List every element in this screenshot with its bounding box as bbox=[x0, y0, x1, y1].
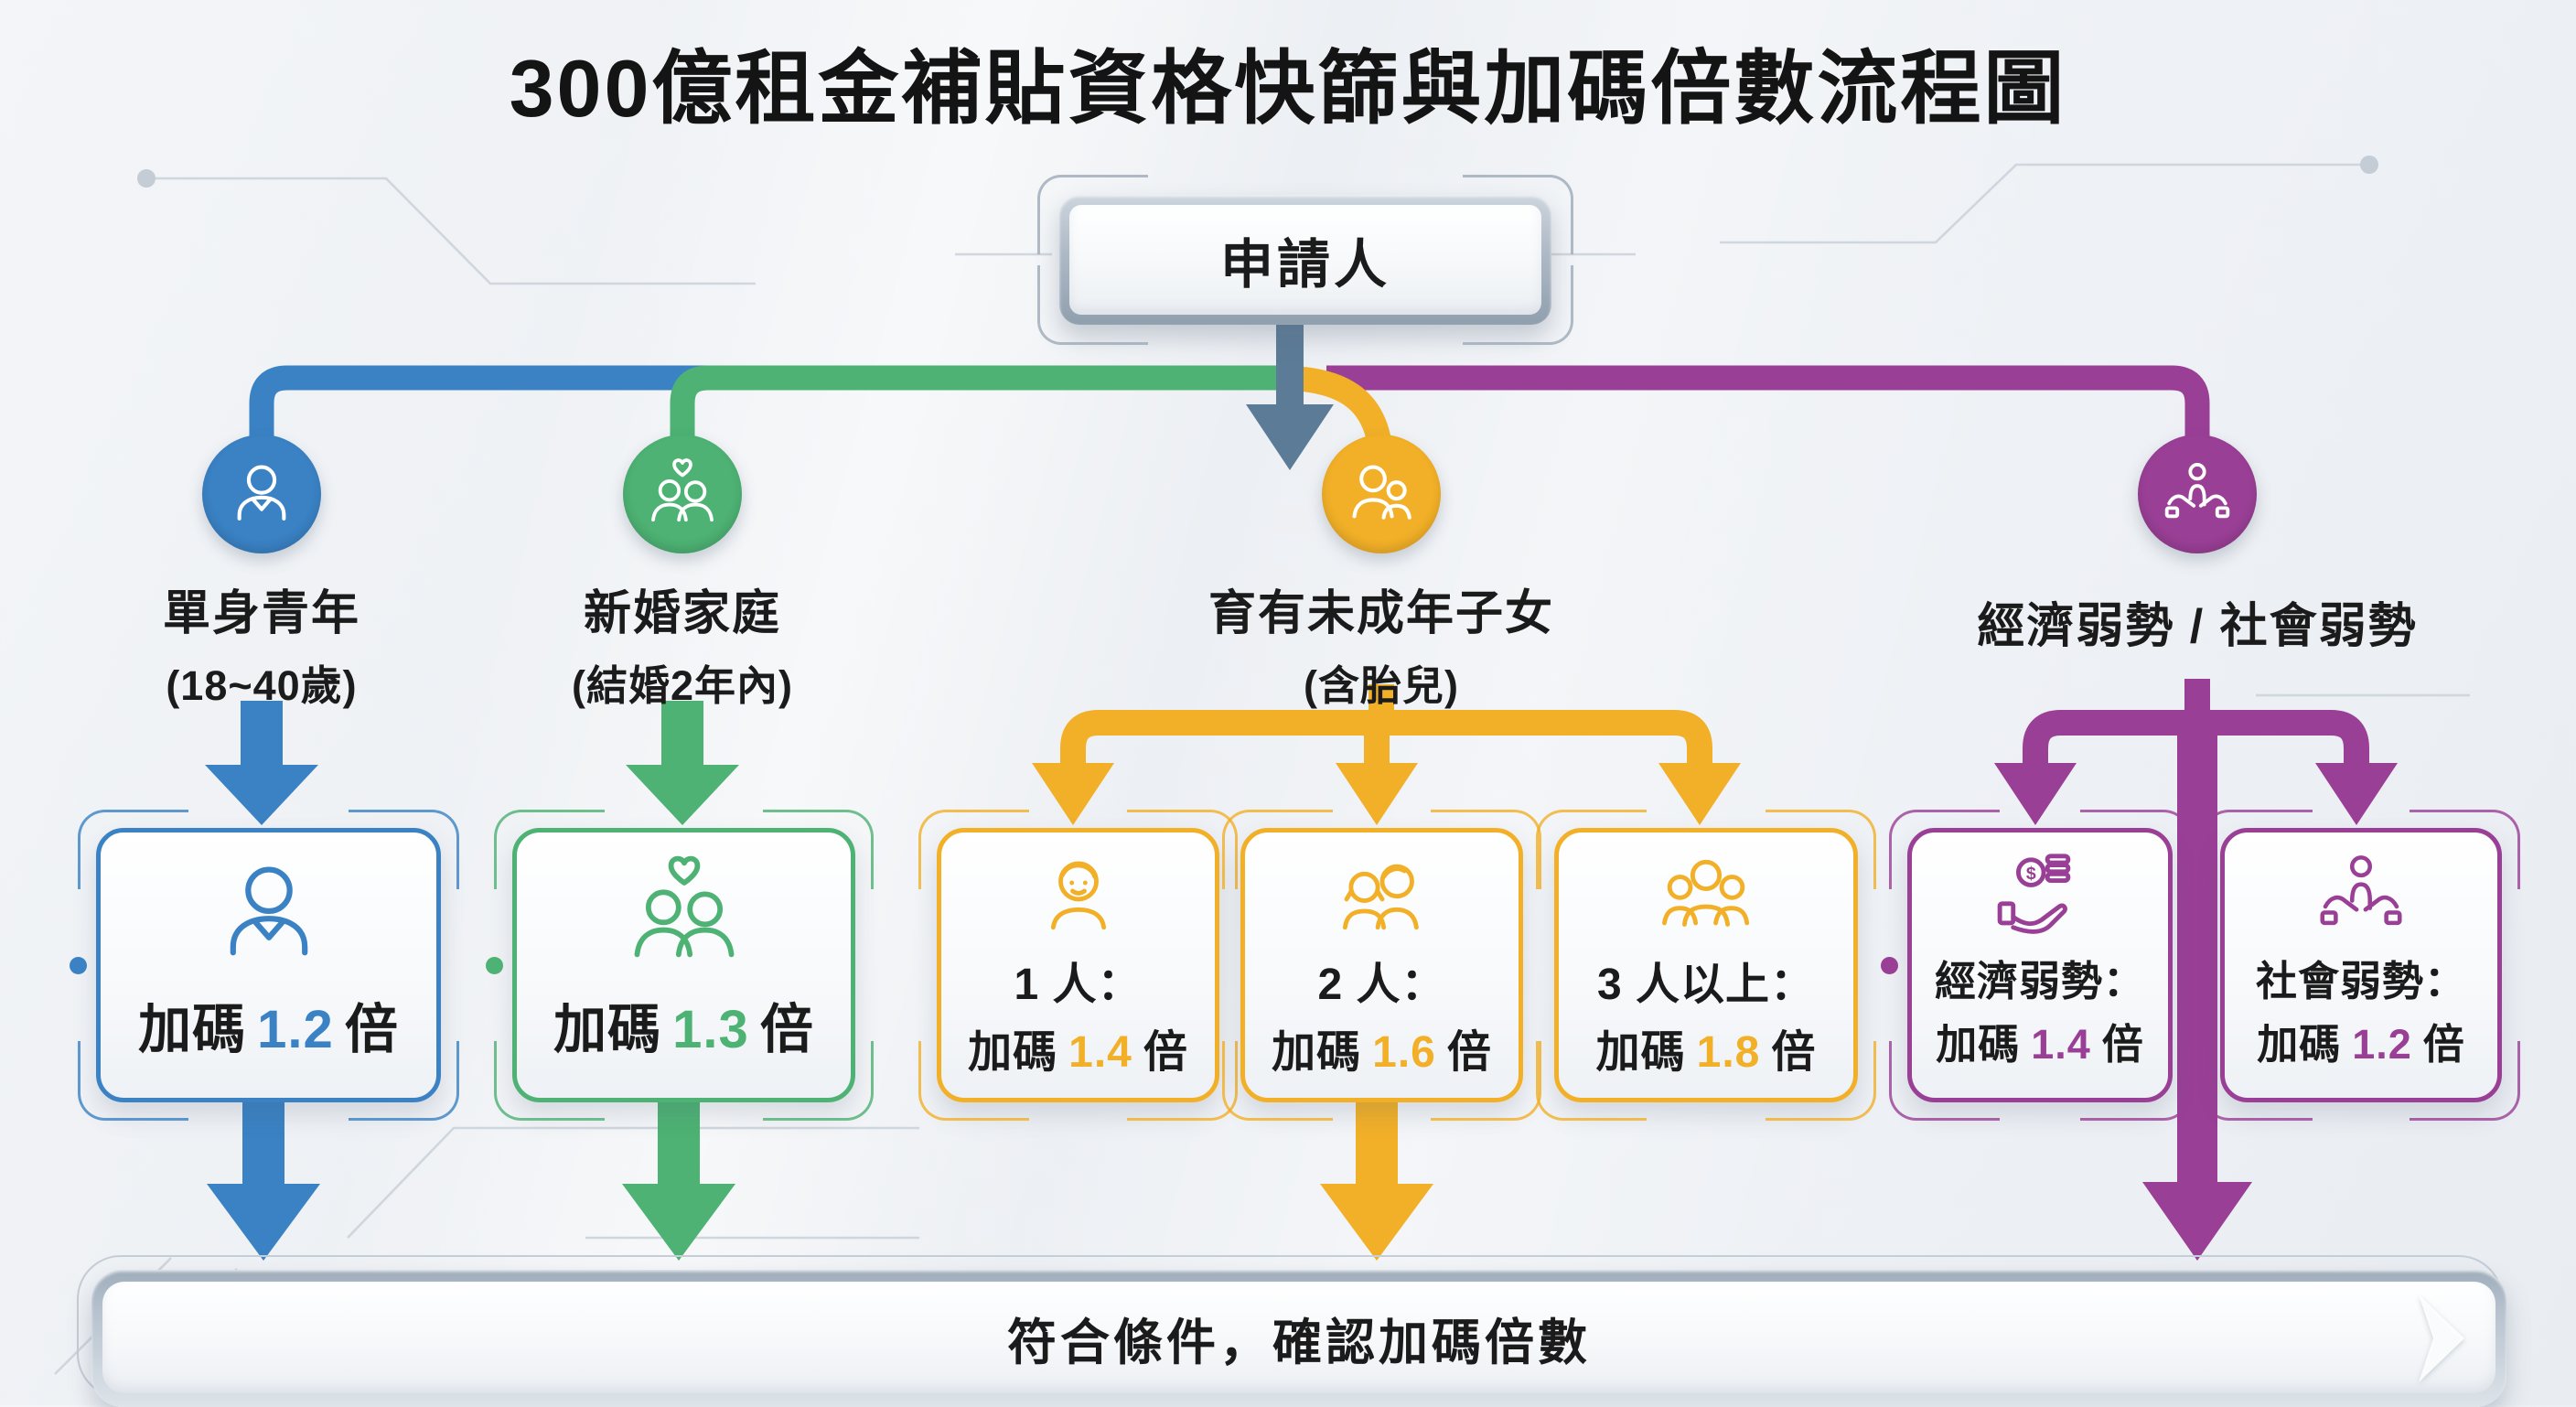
branch-label-minor-children: 育有未成年子女 (含胎兒) bbox=[1107, 575, 1656, 712]
bonus-suffix: 倍 bbox=[1771, 1028, 1817, 1077]
bonus-suffix: 倍 bbox=[2422, 1021, 2465, 1068]
box-heading: 社會弱勢： bbox=[2255, 958, 2466, 1004]
connector-dot bbox=[1881, 957, 1898, 974]
person-icon bbox=[230, 866, 307, 956]
connector-dot bbox=[70, 957, 87, 974]
bonus-value: 1.8 bbox=[1696, 1028, 1761, 1077]
yellow-arrowhead bbox=[1658, 763, 1741, 825]
bonus-prefix: 加碼 bbox=[2257, 1021, 2342, 1068]
yellow-arrowhead bbox=[1032, 763, 1114, 825]
bonus-value: 1.4 bbox=[1068, 1028, 1132, 1077]
branch-label-single-youth: 單身青年 (18~40歲) bbox=[33, 575, 490, 712]
coins-hand-icon: $ bbox=[1997, 854, 2071, 934]
bonus-value: 1.2 bbox=[257, 1000, 334, 1059]
branch-label-disadvantaged: 經濟弱勢 / 社會弱勢 bbox=[1877, 587, 2517, 656]
green-connector bbox=[670, 365, 1288, 441]
page-title: 300億租金補貼資格快篩與加碼倍數流程圖 bbox=[509, 43, 2067, 134]
blue-down-arrow bbox=[205, 701, 318, 825]
care-hands-icon bbox=[2320, 855, 2402, 926]
branch-circle-single-youth bbox=[202, 435, 321, 553]
parent-child-icon bbox=[1352, 465, 1411, 520]
chevron-right-icon bbox=[2419, 1294, 2464, 1382]
bonus-prefix: 加碼 bbox=[553, 1000, 662, 1059]
couple-heart-icon bbox=[651, 458, 714, 522]
bonus-prefix: 加碼 bbox=[1595, 1028, 1686, 1077]
purple-down-arrow bbox=[2142, 1182, 2252, 1261]
yellow-arrowhead bbox=[1336, 763, 1418, 825]
svg-text:$: $ bbox=[2026, 864, 2036, 884]
care-hands-icon bbox=[2164, 463, 2230, 519]
branch-title: 新婚家庭 bbox=[583, 587, 781, 640]
bonus-value: 1.3 bbox=[672, 1000, 749, 1059]
box-heading: 1 人： bbox=[1014, 961, 1143, 1009]
branch-circle-minor-children bbox=[1322, 435, 1441, 553]
person-icon bbox=[237, 465, 286, 521]
bonus-value: 1.2 bbox=[2352, 1021, 2412, 1068]
yellow-down-arrow bbox=[1320, 1093, 1433, 1261]
final-node: 符合條件，確認加碼倍數 bbox=[91, 1270, 2506, 1407]
bonus-suffix: 倍 bbox=[759, 1000, 814, 1059]
connector-dot bbox=[486, 957, 503, 974]
two-children-icon bbox=[1342, 864, 1419, 930]
purple-arrowhead bbox=[1994, 763, 2077, 825]
applicant-node: 申請人 bbox=[1037, 175, 1573, 345]
one-child-icon bbox=[1050, 861, 1106, 930]
bonus-suffix: 倍 bbox=[344, 1000, 399, 1059]
three-children-icon bbox=[1662, 859, 1750, 927]
blue-down-arrow bbox=[207, 1093, 320, 1261]
box-heading: 2 人： bbox=[1317, 961, 1446, 1009]
bonus-prefix: 加碼 bbox=[968, 1028, 1058, 1077]
branch-subtitle: (含胎兒) bbox=[1304, 662, 1459, 709]
bonus-prefix: 加碼 bbox=[1936, 1021, 2021, 1068]
branch-circle-newlywed bbox=[623, 435, 742, 553]
branch-label-newlywed: 新婚家庭 (結婚2年內) bbox=[454, 575, 911, 712]
bonus-suffix: 倍 bbox=[1143, 1028, 1188, 1077]
branch-subtitle: (結婚2年內) bbox=[572, 662, 793, 709]
box-heading: 經濟弱勢： bbox=[1934, 958, 2145, 1004]
couple-heart-icon bbox=[634, 855, 734, 958]
branch-circle-disadvantaged bbox=[2138, 435, 2257, 553]
branch-title: 育有未成年子女 bbox=[1208, 587, 1554, 640]
bonus-suffix: 倍 bbox=[1446, 1028, 1492, 1077]
green-down-arrow bbox=[622, 1093, 735, 1261]
green-down-arrow bbox=[626, 701, 739, 825]
applicant-label: 申請人 bbox=[1219, 235, 1390, 295]
bonus-prefix: 加碼 bbox=[138, 1000, 247, 1059]
branch-subtitle: (18~40歲) bbox=[166, 662, 358, 709]
bonus-suffix: 倍 bbox=[2101, 1021, 2144, 1068]
purple-connector bbox=[1326, 365, 2210, 441]
branch-title: 經濟弱勢 / 社會弱勢 bbox=[1977, 600, 2418, 653]
bonus-value: 1.6 bbox=[1372, 1028, 1436, 1077]
bonus-prefix: 加碼 bbox=[1272, 1028, 1362, 1077]
box-heading: 3 人以上： bbox=[1596, 961, 1816, 1009]
branch-title: 單身青年 bbox=[162, 587, 360, 640]
final-label: 符合條件，確認加碼倍數 bbox=[1007, 1315, 1591, 1370]
purple-arrowhead bbox=[2315, 763, 2398, 825]
purple-center-shaft bbox=[2177, 723, 2217, 1186]
bonus-value: 1.4 bbox=[2031, 1021, 2091, 1068]
